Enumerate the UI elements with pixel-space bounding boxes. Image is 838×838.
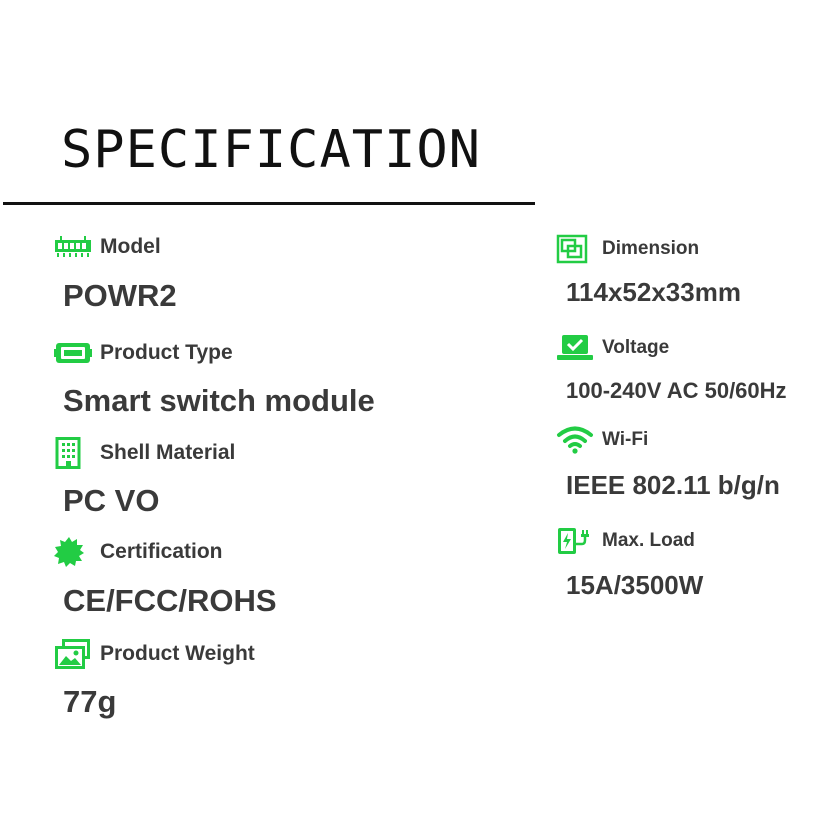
spec-value: POWR2 [63, 278, 177, 313]
spec-label: Dimension [602, 238, 700, 259]
dimension-frame-icon [556, 234, 588, 264]
laptop-check-icon [556, 333, 594, 363]
spec-label: Shell Material [100, 441, 236, 464]
spec-title: SPECIFICATION [61, 120, 481, 180]
building-icon [54, 437, 82, 469]
certificate-seal-icon [54, 537, 84, 567]
module-board-icon [54, 340, 92, 366]
spec-value: PC VO [63, 483, 160, 518]
spec-label: Model [100, 235, 161, 258]
spec-value: 77g [63, 684, 117, 719]
spec-value: Smart switch module [63, 383, 375, 418]
spec-label: Certification [100, 540, 223, 563]
spec-value: 100-240V AC 50/60Hz [566, 378, 787, 403]
spec-label: Max. Load [602, 530, 695, 551]
spec-label: Voltage [602, 337, 670, 358]
spec-value: 114x52x33mm [566, 277, 741, 307]
wifi-icon [556, 426, 594, 454]
spec-label: Product Weight [100, 642, 255, 665]
spec-value: IEEE 802.11 b/g/n [566, 470, 780, 500]
image-stack-icon [54, 638, 92, 670]
charging-station-icon [556, 526, 592, 556]
spec-label: Product Type [100, 341, 233, 364]
title-underline [3, 202, 535, 205]
memory-chip-icon [54, 234, 92, 260]
spec-value: 15A/3500W [566, 570, 704, 600]
spec-label: Wi-Fi [602, 429, 649, 450]
spec-value: CE/FCC/ROHS [63, 583, 277, 618]
